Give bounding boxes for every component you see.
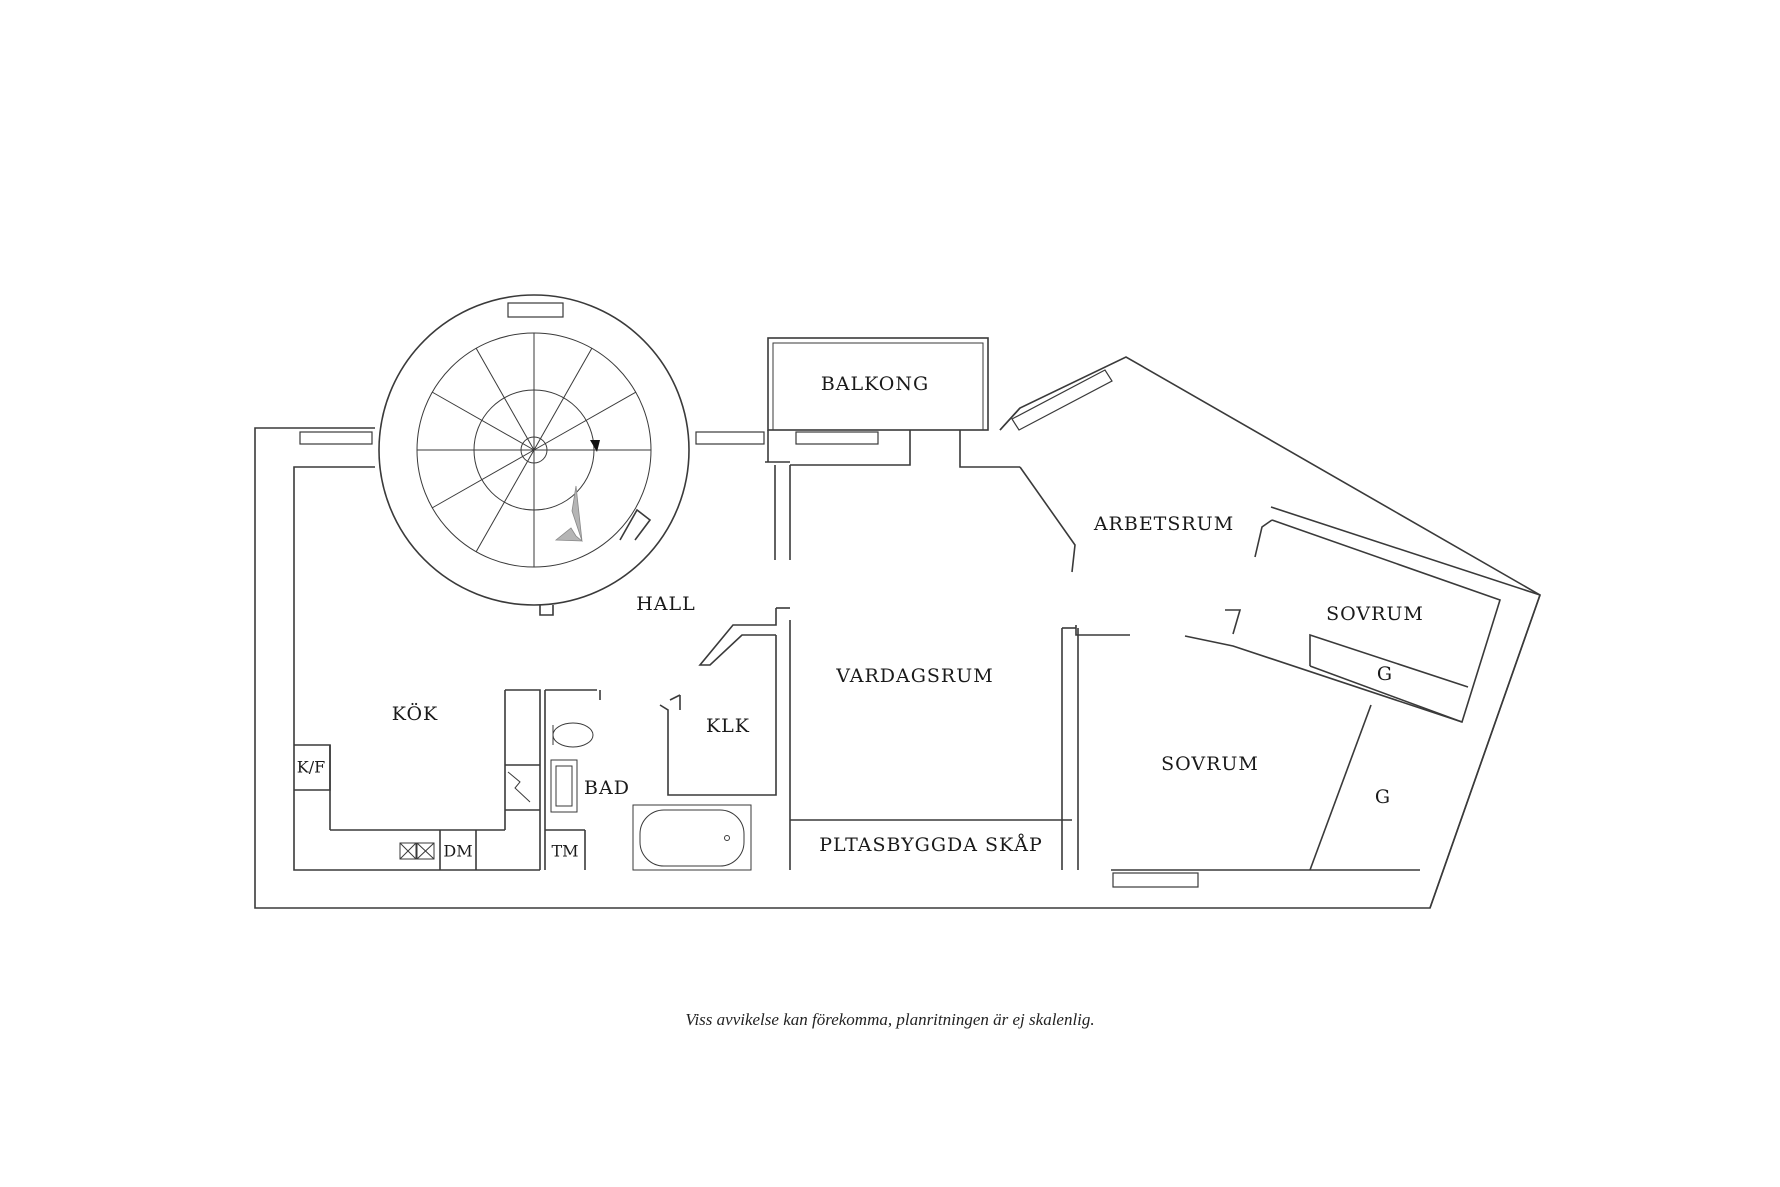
label-dm: DM (443, 842, 472, 861)
stair-arrowhead (590, 440, 600, 452)
label-vardagsrum: VARDAGSRUM (835, 665, 993, 687)
room-labels: BALKONG HALL ARBETSRUM SOVRUM SOVRUM VAR… (297, 373, 1424, 861)
label-balkong: BALKONG (821, 373, 929, 395)
balcony (765, 337, 1020, 560)
label-platsbyggda-skap: PLTASBYGGDA SKÅP (819, 834, 1042, 856)
label-sovrum-2: SOVRUM (1161, 753, 1259, 775)
spiral-staircase (378, 294, 690, 616)
label-bad: BAD (584, 777, 630, 799)
label-sovrum-1: SOVRUM (1326, 603, 1424, 625)
label-klk: KLK (706, 715, 750, 737)
label-arbetsrum: ARBETSRUM (1093, 513, 1234, 535)
windows (299, 302, 1199, 888)
label-g-1: G (1377, 663, 1393, 685)
disclaimer-text: Viss avvikelse kan förekomma, planritnin… (685, 1010, 1095, 1029)
label-tm: TM (551, 842, 578, 861)
label-hall: HALL (636, 593, 696, 615)
label-kf: K/F (297, 758, 325, 777)
outer-walls (254, 356, 1541, 909)
label-kok: KÖK (392, 702, 438, 725)
label-g-2: G (1375, 786, 1391, 808)
interior-walls (294, 466, 1501, 871)
stair-direction-arrow (554, 485, 583, 542)
